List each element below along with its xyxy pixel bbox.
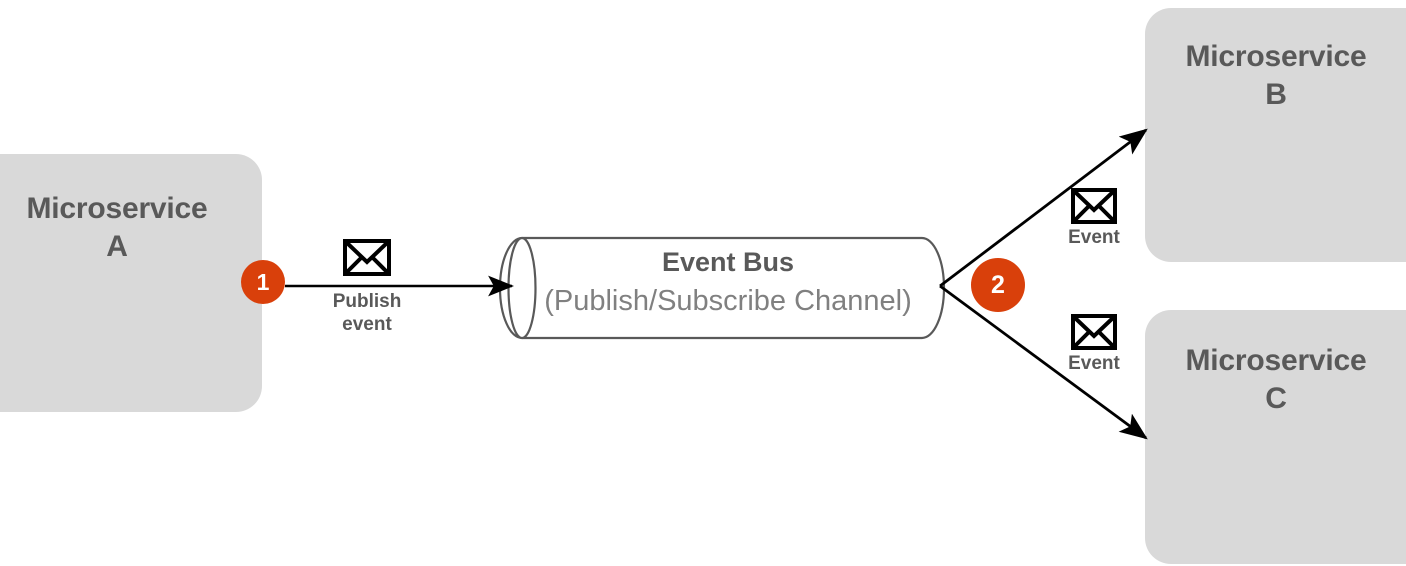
step-badge-2[interactable]: 2 xyxy=(971,258,1025,312)
node-microservice-a[interactable] xyxy=(0,154,262,412)
arrow-bus-to-c xyxy=(939,284,1148,440)
event-bus-subtitle: (Publish/Subscribe Channel) xyxy=(544,285,912,317)
node-microservice-c[interactable] xyxy=(1145,310,1406,564)
node-microservice-b[interactable] xyxy=(1145,8,1406,262)
node-microservice-a-line1: Microservice xyxy=(26,192,208,225)
event-bus-title: Event Bus xyxy=(661,247,795,277)
node-microservice-c-line2: C xyxy=(1265,382,1287,416)
envelope-icon-event-b xyxy=(1071,188,1117,224)
envelope-icon-publish xyxy=(343,239,391,276)
node-microservice-c-label: Microservice C xyxy=(1145,342,1406,419)
envelope-icon-event-c xyxy=(1071,314,1117,350)
arrow-bus-to-b xyxy=(939,128,1148,288)
node-microservice-b-label: Microservice B xyxy=(1145,38,1406,115)
node-microservice-b-line1: Microservice xyxy=(1185,40,1367,73)
node-microservice-b-line2: B xyxy=(1265,78,1287,112)
step-badge-1[interactable]: 1 xyxy=(241,260,285,304)
node-microservice-a-label: Microservice A xyxy=(0,190,262,267)
node-microservice-c-line1: Microservice xyxy=(1185,344,1367,377)
edge-label-event-c: Event xyxy=(1068,353,1120,374)
edge-label-publish-event: Publish event xyxy=(332,291,402,336)
event-bus-cylinder[interactable] xyxy=(498,236,946,340)
node-microservice-a-line2: A xyxy=(106,230,128,264)
edge-label-event-b: Event xyxy=(1068,227,1120,248)
